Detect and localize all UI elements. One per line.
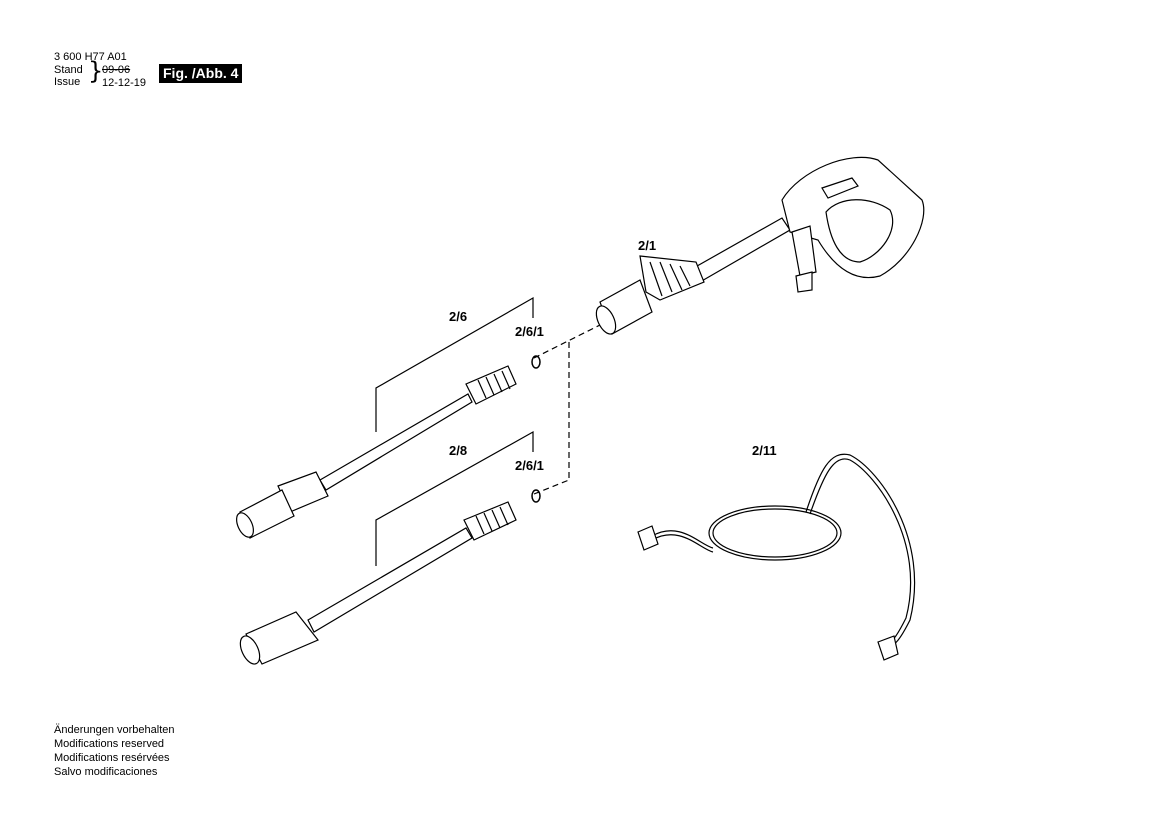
issue-label: Issue bbox=[54, 76, 81, 88]
footer-line-fr: Modifications resérvées bbox=[54, 752, 170, 764]
hose-icon bbox=[637, 453, 916, 661]
issue-date: 12-12-19 bbox=[102, 77, 147, 89]
part-label-2-8: 2/8 bbox=[449, 443, 468, 458]
footer-notice: Änderungen vorbehalten Modifications res… bbox=[54, 723, 174, 779]
footer-line-en: Modifications reserved bbox=[54, 738, 165, 750]
figure-label: Fig. /Abb. 4 bbox=[159, 64, 243, 83]
assembly-line bbox=[533, 324, 601, 359]
callout-bracket-2-8 bbox=[375, 430, 534, 566]
oring-icon bbox=[531, 355, 541, 369]
part-label-2-6-1: 2/6/1 bbox=[515, 324, 544, 339]
trigger-gun-icon bbox=[595, 156, 925, 335]
part-label-2-6: 2/6 bbox=[449, 309, 468, 324]
part-label-2-1: 2/1 bbox=[638, 238, 657, 253]
callout-bracket-2-6 bbox=[375, 296, 534, 432]
lance-2-6-icon bbox=[236, 365, 517, 539]
old-date: 09-06 bbox=[102, 64, 131, 76]
oring-icon bbox=[531, 489, 541, 503]
assembly-line bbox=[533, 479, 570, 495]
stand-label: Stand bbox=[54, 64, 83, 76]
part-number: 3 600 H77 A01 bbox=[54, 51, 127, 63]
footer-line-de: Änderungen vorbehalten bbox=[54, 724, 175, 736]
footer-line-es: Salvo modificaciones bbox=[54, 766, 158, 778]
lance-2-8-icon bbox=[239, 501, 517, 665]
part-label-2-6-1-lower: 2/6/1 bbox=[515, 458, 544, 473]
brace-icon: } bbox=[88, 57, 104, 85]
part-label-2-11: 2/11 bbox=[752, 443, 777, 458]
